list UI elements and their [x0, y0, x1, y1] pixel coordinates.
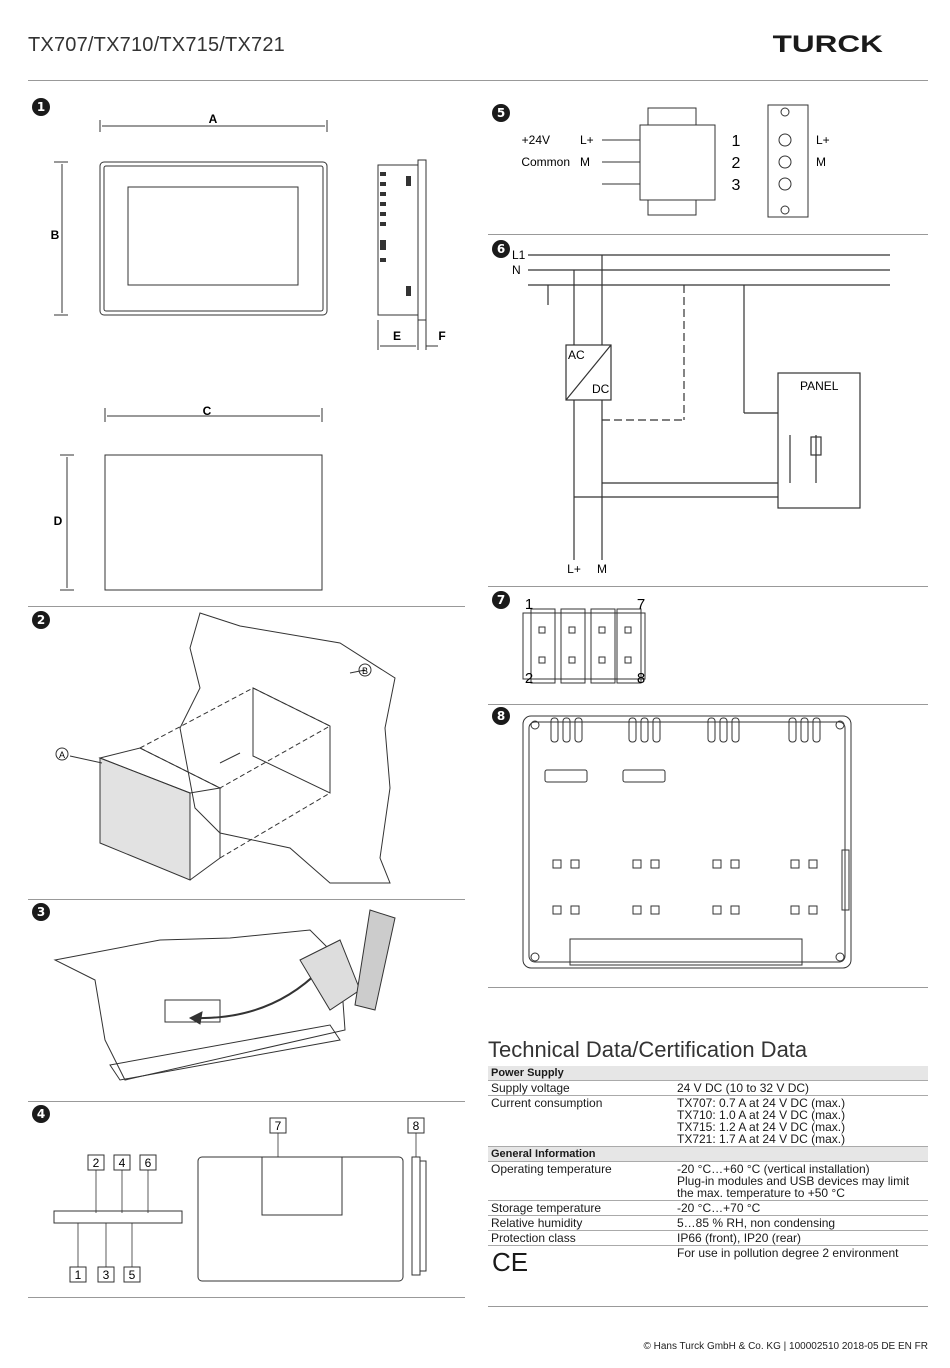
operating-temperature-label: Operating temperature [488, 1161, 674, 1201]
table-row: Operating temperature -20 °C…+60 °C (ver… [488, 1161, 928, 1201]
tech-data-heading: Technical Data/Certification Data [488, 1037, 808, 1062]
table-row: Current consumption TX707: 0.7 A at 24 V… [488, 1095, 928, 1147]
figure-5-power-terminal: +24V Common L+ M 1 2 3 L+ M [521, 104, 830, 218]
table-row: Supply voltage 24 V DC (10 to 32 V DC) [488, 1080, 928, 1096]
protection-class-value: IP66 (front), IP20 (rear) [674, 1230, 928, 1246]
svg-text:L+: L+ [580, 133, 594, 147]
protection-class-label: Protection class [488, 1230, 674, 1246]
svg-text:2: 2 [525, 670, 533, 687]
svg-text:L+: L+ [567, 562, 581, 576]
storage-temperature-value: -20 °C…+70 °C [674, 1200, 928, 1216]
svg-text:7: 7 [275, 1119, 282, 1133]
operating-temperature-value: -20 °C…+60 °C (vertical installation) Pl… [674, 1161, 928, 1201]
svg-text:7: 7 [637, 596, 645, 613]
figure-8-badge: 8 [492, 707, 510, 725]
turck-logo: TURCK [773, 31, 883, 58]
svg-text:C: C [203, 404, 212, 418]
supply-voltage-label: Supply voltage [488, 1080, 674, 1096]
figure-5-badge: 5 [492, 104, 510, 122]
svg-text:L1: L1 [512, 248, 526, 262]
figure-3-badge: 3 [32, 903, 50, 921]
svg-text:1: 1 [732, 133, 741, 150]
figure-3-divider [28, 1101, 465, 1102]
figure-4-connector-overview: 2 4 6 1 3 5 7 8 [53, 1117, 427, 1283]
svg-text:1: 1 [525, 596, 533, 613]
table-row: Protection class IP66 (front), IP20 (rea… [488, 1230, 928, 1246]
figure-1-divider [28, 606, 465, 607]
storage-temperature-label: Storage temperature [488, 1200, 674, 1216]
svg-text:5: 5 [129, 1268, 136, 1282]
figure-2-divider [28, 899, 465, 900]
figure-6-divider [488, 586, 928, 587]
svg-text:N: N [512, 263, 521, 277]
svg-text:E: E [393, 329, 401, 343]
svg-text:B: B [51, 228, 60, 242]
svg-text:Common: Common [521, 155, 570, 169]
svg-text:4: 4 [119, 1156, 126, 1170]
table-row: Relative humidity 5…85 % RH, non condens… [488, 1215, 928, 1231]
svg-text:L+: L+ [816, 133, 830, 147]
ce-mark: CE [488, 1246, 674, 1282]
svg-text:2: 2 [732, 155, 741, 172]
svg-text:2: 2 [93, 1156, 100, 1170]
svg-text:TURCK: TURCK [773, 31, 883, 58]
tech-table-divider [488, 1306, 928, 1307]
svg-text:3: 3 [103, 1268, 110, 1282]
copyright-footer: © Hans Turck GmbH & Co. KG | 100002510 2… [643, 1341, 928, 1352]
figure-2-badge: 2 [32, 611, 50, 629]
svg-text:M: M [580, 155, 590, 169]
svg-text:3: 3 [732, 177, 741, 194]
figure-2-panel-cutout: B A [55, 612, 396, 884]
figure-7-connector-pinout: 1 7 2 8 [522, 596, 646, 687]
supply-voltage-value: 24 V DC (10 to 32 V DC) [674, 1080, 928, 1096]
current-consumption-label: Current consumption [488, 1095, 674, 1147]
svg-text:1: 1 [75, 1268, 82, 1282]
power-supply-section: Power Supply [488, 1066, 928, 1081]
svg-text:8: 8 [637, 670, 645, 687]
figure-4-badge: 4 [32, 1105, 50, 1123]
svg-text:F: F [438, 329, 445, 343]
figure-7-badge: 7 [492, 591, 510, 609]
figure-7-divider [488, 704, 928, 705]
figure-5-divider [488, 234, 928, 235]
figure-8-rear-view [522, 715, 852, 969]
current-consumption-value: TX707: 0.7 A at 24 V DC (max.) TX710: 1.… [674, 1095, 928, 1147]
figure-6-badge: 6 [492, 240, 510, 258]
svg-text:8: 8 [413, 1119, 420, 1133]
figure-3-mounting-clamp [53, 909, 396, 1081]
svg-text:A: A [209, 112, 218, 126]
svg-text:D: D [54, 514, 63, 528]
svg-text:DC: DC [592, 382, 610, 396]
tech-data-table: Power Supply Supply voltage 24 V DC (10 … [488, 1066, 928, 1282]
svg-text:M: M [816, 155, 826, 169]
relative-humidity-value: 5…85 % RH, non condensing [674, 1215, 928, 1231]
figure-4-divider [28, 1297, 465, 1298]
svg-text:+24V: +24V [522, 133, 550, 147]
document-title: TX707/TX710/TX715/TX721 [28, 34, 285, 56]
svg-text:B: B [362, 666, 368, 676]
svg-text:CE: CE [492, 1247, 527, 1275]
header-divider [28, 80, 928, 81]
svg-text:A: A [59, 750, 65, 760]
table-row: Storage temperature -20 °C…+70 °C [488, 1200, 928, 1216]
svg-text:M: M [597, 562, 607, 576]
svg-text:AC: AC [568, 348, 585, 362]
figure-1-dimensions: A B E F C D [51, 112, 446, 591]
svg-text:6: 6 [145, 1156, 152, 1170]
general-info-section: General Information [488, 1146, 928, 1162]
relative-humidity-label: Relative humidity [488, 1215, 674, 1231]
table-row: CE For use in pollution degree 2 environ… [488, 1246, 928, 1282]
figure-8-divider [488, 987, 928, 988]
pollution-degree-value: For use in pollution degree 2 environmen… [677, 1246, 899, 1260]
figure-6-wiring-diagram: L1 N AC DC PANEL L+ M [512, 248, 890, 576]
figure-1-badge: 1 [32, 98, 50, 116]
svg-text:PANEL: PANEL [800, 379, 839, 393]
